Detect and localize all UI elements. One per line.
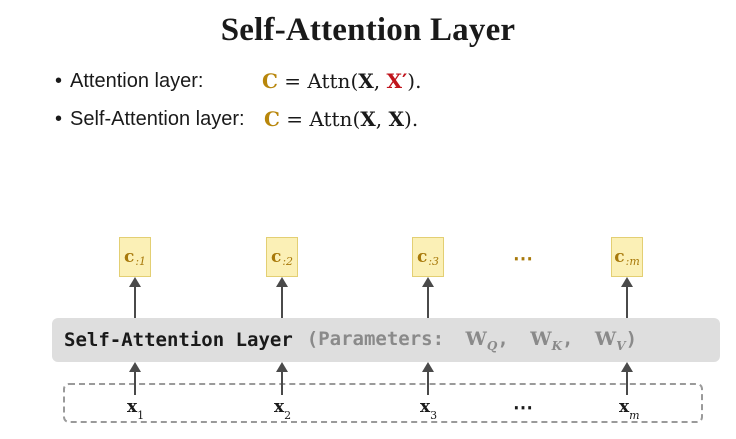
layer-params: (Parameters: WQ, WK, WV)	[306, 327, 638, 353]
input-x2: x2	[274, 397, 292, 423]
output-box-c1: c:1	[119, 237, 151, 277]
formula-end: ).	[407, 69, 422, 93]
input-x3: x3	[420, 397, 438, 423]
bullet-self-attention-layer: • Self-Attention layer:	[55, 108, 245, 131]
formula-arg1: X	[360, 107, 376, 131]
formula-end: ).	[404, 107, 419, 131]
formula-self-attention: C = Attn(X, X).	[264, 107, 418, 131]
bullet-label: Self-Attention layer:	[70, 108, 245, 130]
arrow-up-xm	[621, 362, 633, 395]
formula-sep: ,	[375, 107, 389, 131]
formula-sep: ,	[373, 69, 387, 93]
arrow-up-x1	[129, 362, 141, 395]
arrow-up-c1	[129, 277, 141, 318]
inputs-container	[63, 383, 703, 423]
input-x1: x1	[127, 397, 145, 423]
output-box-c3: c:3	[412, 237, 444, 277]
input-ellipsis: ⋯	[513, 395, 535, 419]
bullet-dot: •	[55, 108, 63, 130]
arrow-up-c2	[276, 277, 288, 318]
bullet-label: Attention layer:	[70, 70, 204, 92]
arrow-up-c3	[422, 277, 434, 318]
weight-wv: WV	[594, 327, 626, 353]
self-attention-layer-block: Self-Attention Layer (Parameters: WQ, WK…	[52, 318, 720, 362]
bullet-attention-layer: • Attention layer:	[55, 70, 203, 93]
arrow-up-x2	[276, 362, 288, 395]
page-title: Self-Attention Layer	[220, 12, 516, 48]
formula-eq: = Attn(	[277, 69, 359, 93]
input-xm: xm	[619, 397, 640, 423]
formula-attention: C = Attn(X, X′).	[262, 69, 421, 93]
weight-wq: WQ	[465, 327, 498, 353]
output-box-c2: c:2	[266, 237, 298, 277]
formula-arg1: X	[358, 69, 374, 93]
formula-eq: = Attn(	[279, 107, 361, 131]
formula-arg2: X	[388, 107, 405, 131]
formula-lhs: C	[262, 69, 278, 93]
arrow-up-cm	[621, 277, 633, 318]
output-box-cm: c:m	[611, 237, 643, 277]
arrow-up-x3	[422, 362, 434, 395]
layer-name: Self-Attention Layer	[64, 329, 293, 351]
formula-arg2: X′	[386, 69, 408, 93]
weight-wk: WK	[530, 327, 562, 353]
bullet-dot: •	[55, 70, 63, 92]
output-ellipsis: ⋯	[513, 246, 535, 270]
formula-lhs: C	[264, 107, 280, 131]
